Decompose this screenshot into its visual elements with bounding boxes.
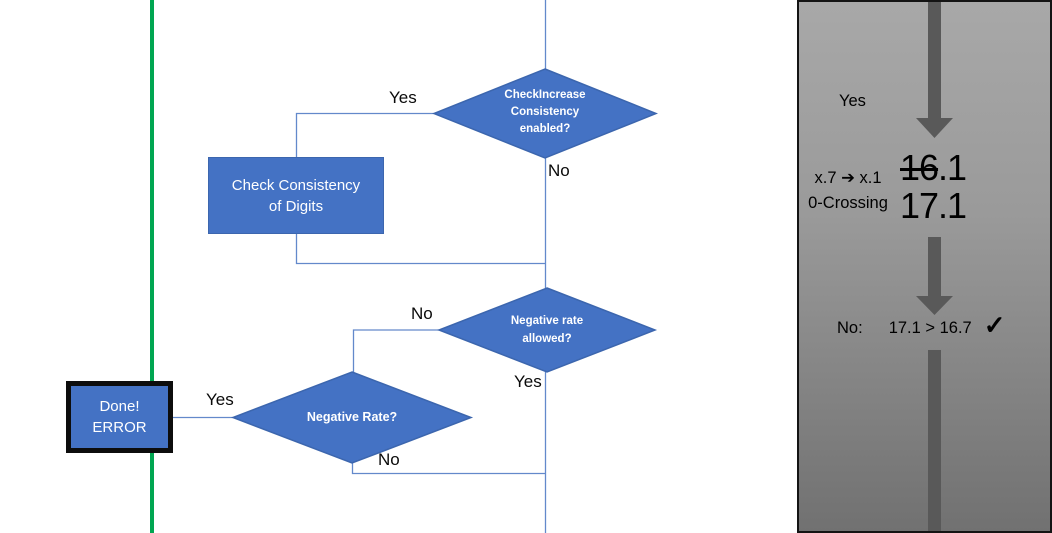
connector-check-box-return: [295, 234, 546, 265]
decision-diamond-negative-rate: [230, 371, 474, 464]
annotation-side-panel: Yes x.7 ➔ x.1 0-Crossing 16.1 17.1 No: 1…: [797, 0, 1052, 533]
old-value: 16.1: [900, 147, 967, 188]
process-box-check-consistency: Check Consistency of Digits: [208, 157, 384, 234]
branch-label-no-mid: No: [411, 304, 433, 323]
old-value-struck: 16: [900, 147, 939, 188]
branch-label-yes-bottom: Yes: [206, 390, 234, 409]
down-arrow-2-head: [916, 296, 953, 315]
terminator-box-done-error: Done! ERROR: [66, 381, 173, 453]
new-value: 17.1: [900, 185, 967, 226]
down-arrow-1-shaft: [928, 2, 941, 119]
panel-flow-arrows: [916, 2, 953, 531]
terminator-box-done-error-label: Done! ERROR: [92, 398, 147, 436]
connector-no-bottom-return: [351, 463, 546, 475]
old-value-rest: .1: [938, 147, 967, 188]
zero-crossing-annotation: x.7 ➔ x.1 0-Crossing: [801, 166, 895, 216]
process-box-check-consistency-label: Check Consistency of Digits: [231, 176, 361, 215]
annotation-panel-content: Yes x.7 ➔ x.1 0-Crossing 16.1 17.1 No: 1…: [799, 2, 1050, 531]
decision-diamond-negative-rate-allowed: [436, 287, 658, 373]
down-arrow-3-shaft: [928, 350, 941, 531]
connector-no-to-negative-rate: [352, 329, 439, 372]
flowchart-graphic: [173, 0, 659, 533]
branch-label-yes-mid: Yes: [514, 372, 542, 391]
down-arrow-1-head: [916, 118, 953, 138]
green-divider-line: [150, 0, 154, 533]
zero-crossing-annotation-line2: 0-Crossing: [808, 194, 888, 212]
check-mark-icon: ✓: [983, 310, 1006, 340]
connector-yes-to-check-box: [295, 112, 434, 157]
panel-label-yes: Yes: [839, 92, 866, 110]
corrected-value-display: 16.1 17.1: [900, 147, 967, 226]
decision-diamond-check-increase: [431, 68, 659, 159]
diamond-check-increase-label: CheckIncrease Consistency enabled?: [504, 89, 586, 135]
result-label: No:: [837, 319, 863, 337]
branch-label-yes-top: Yes: [389, 88, 417, 107]
diamond-negative-rate-allowed-label: Negative rate allowed?: [510, 315, 584, 345]
down-arrow-2-shaft: [928, 237, 941, 297]
result-comparison: 17.1 > 16.7: [888, 319, 972, 337]
diamond-negative-rate-label: Negative Rate?: [306, 410, 398, 424]
branch-label-no-top: No: [548, 161, 570, 180]
zero-crossing-annotation-line1: x.7 ➔ x.1: [814, 169, 882, 187]
comparison-result-row: No: 17.1 > 16.7 ✓: [837, 310, 1006, 341]
branch-label-no-bottom: No: [378, 450, 400, 469]
